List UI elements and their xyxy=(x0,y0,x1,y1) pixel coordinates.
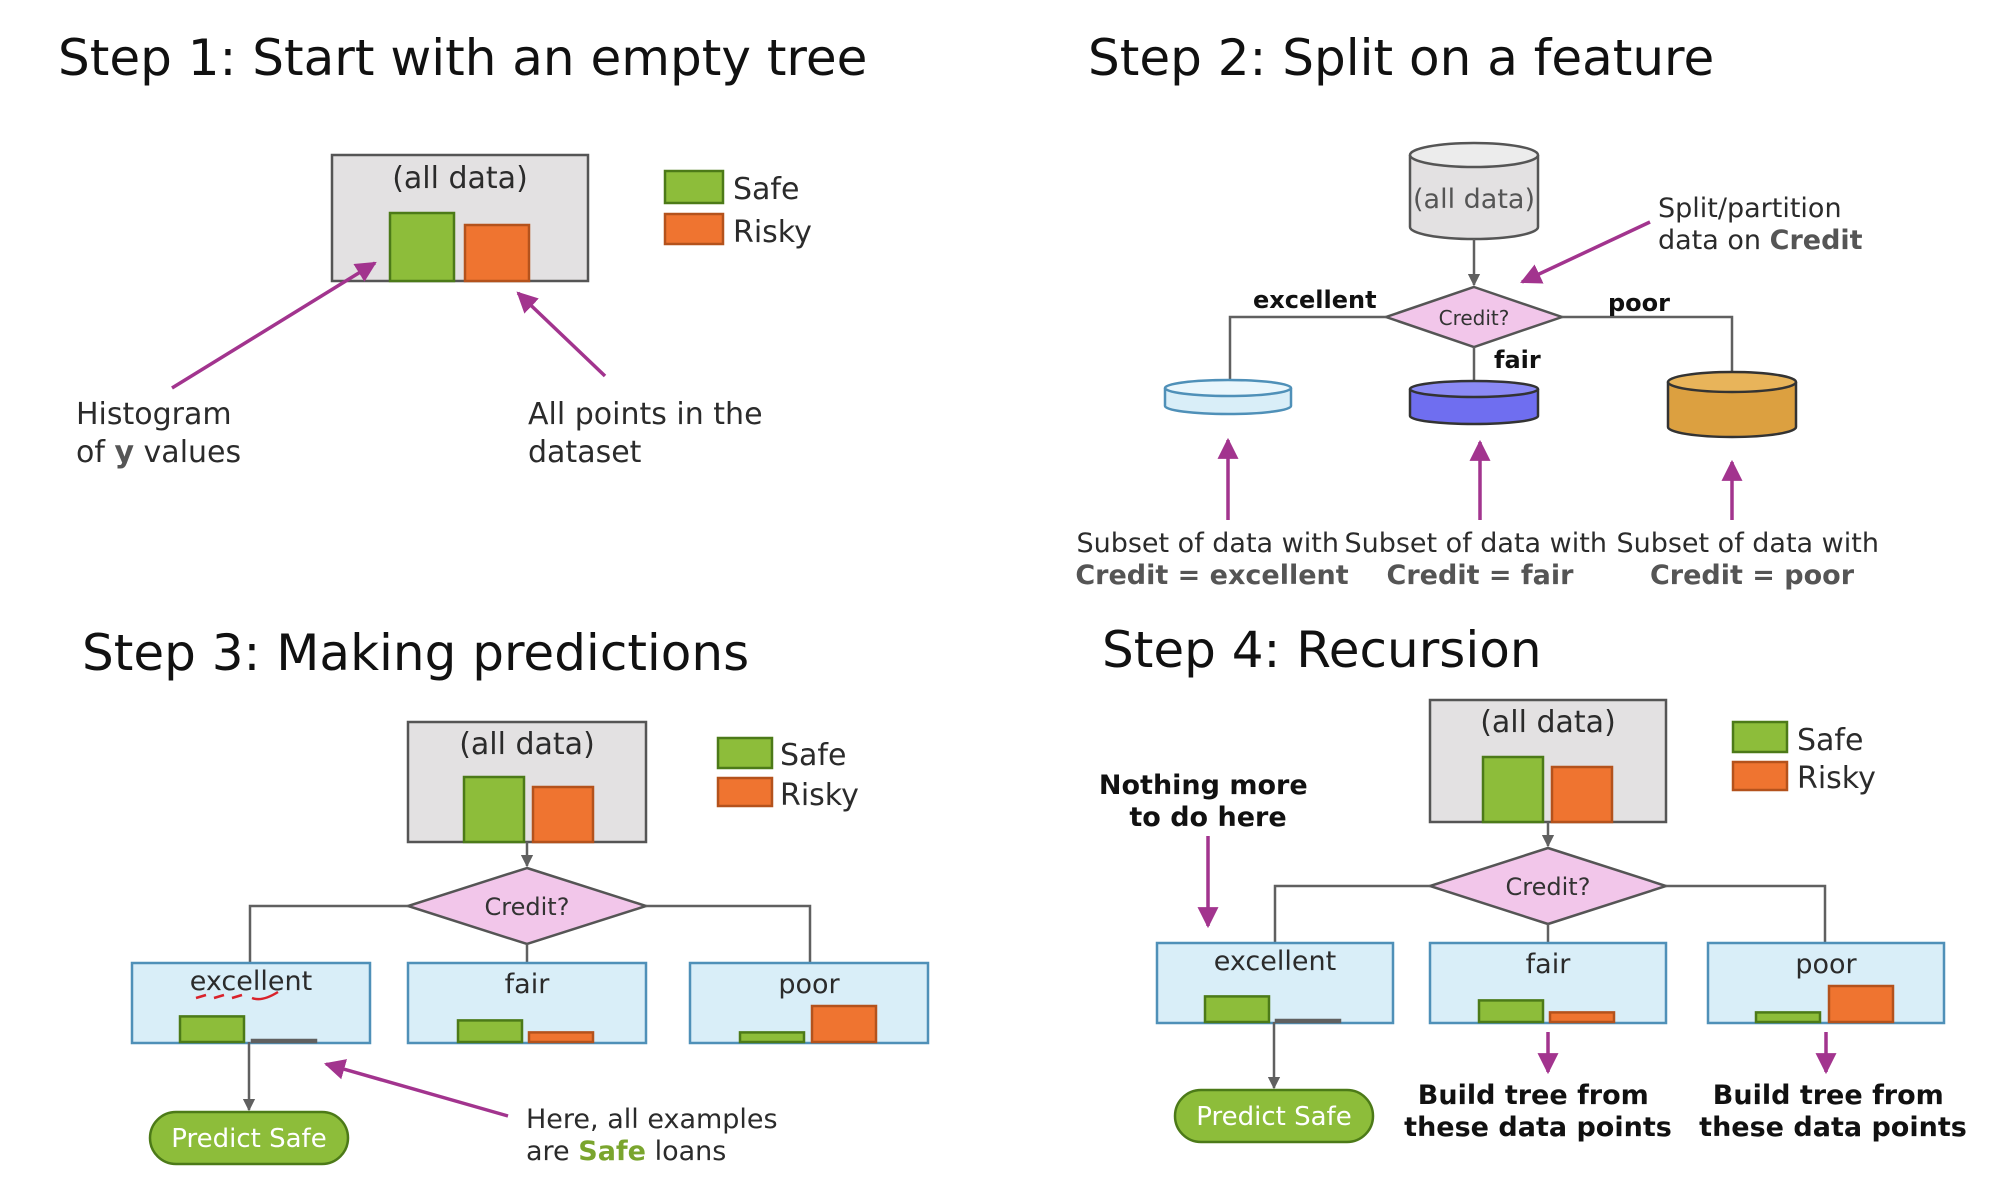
step2-branch-fair: fair xyxy=(1494,346,1541,374)
step4-panel: Step 4: Recursion (all data) Safe Risky … xyxy=(1099,621,1967,1144)
legend-safe-swatch xyxy=(663,169,725,205)
arrow-icon xyxy=(171,261,377,390)
step1-annotation-points: All points in the dataset xyxy=(528,397,772,470)
step3-leaf-poor-label: poor xyxy=(778,969,840,1000)
step3-leaf-fair-label: fair xyxy=(505,969,551,1000)
step4-legend: Safe Risky xyxy=(1731,720,1876,796)
step4-leaf-poor-risky-bar xyxy=(1827,984,1895,1024)
legend-risky-swatch xyxy=(716,776,774,808)
step4-build-fair-note: Build tree from these data points xyxy=(1404,1080,1672,1143)
step3-panel: Step 3: Making predictions (all data) Sa… xyxy=(82,624,930,1167)
cylinder-icon xyxy=(1163,378,1293,416)
step3-leaf-fair-risky-bar xyxy=(527,1031,595,1044)
legend-safe-label: Safe xyxy=(780,738,846,773)
step4-root-risky-bar xyxy=(1550,765,1614,824)
step4-root-node xyxy=(1428,698,1668,824)
step4-poor-connector xyxy=(1666,884,1827,942)
step3-excellent-connector xyxy=(248,904,408,962)
step2-excellent-connector xyxy=(1228,315,1386,388)
step4-leaf-excellent-label: excellent xyxy=(1214,946,1336,977)
step3-leaf-excellent-safe-bar xyxy=(178,1015,246,1044)
step3-leaf-poor xyxy=(688,961,930,1045)
step3-leaf-poor-safe-bar xyxy=(738,1031,806,1044)
step4-leaf-fair-label: fair xyxy=(1526,949,1572,980)
step3-root-label: (all data) xyxy=(459,727,595,762)
step2-decision-label: Credit? xyxy=(1439,306,1510,330)
step3-poor-connector xyxy=(646,904,812,962)
step4-leaf-excellent-risky-bar xyxy=(1274,1018,1342,1024)
step2-split-note: Split/partition data on Credit xyxy=(1658,193,1863,256)
step2-title: Step 2: Split on a feature xyxy=(1088,29,1714,87)
step2-panel: Step 2: Split on a feature (all data) Cr… xyxy=(1075,29,1887,591)
step4-leaf-poor-safe-bar xyxy=(1754,1011,1822,1024)
spell-check-squiggle xyxy=(195,990,279,1001)
step2-subset-poor: Subset of data with Credit = poor xyxy=(1616,528,1887,591)
cylinder-icon xyxy=(1408,141,1540,241)
step3-note: Here, all examples are Safe loans xyxy=(526,1104,786,1167)
step3-root-risky-bar xyxy=(531,785,595,844)
arrow-icon xyxy=(323,1059,509,1118)
step1-panel: Step 1: Start with an empty tree (all da… xyxy=(58,29,867,470)
legend-risky-swatch xyxy=(1731,760,1789,792)
legend-risky-label: Risky xyxy=(780,778,859,813)
step4-root-label: (all data) xyxy=(1480,705,1616,740)
legend-risky-label: Risky xyxy=(733,215,812,250)
histogram-icon xyxy=(388,211,531,283)
step4-leaf-fair xyxy=(1428,941,1668,1025)
step4-root-safe-bar xyxy=(1481,755,1545,824)
arrow-icon xyxy=(516,291,607,378)
step4-leaf-excellent-safe-bar xyxy=(1203,995,1271,1024)
cylinder-icon xyxy=(1666,370,1798,439)
step1-risky-bar xyxy=(463,223,531,283)
step2-poor-connector xyxy=(1562,315,1734,378)
legend-risky-label: Risky xyxy=(1797,761,1876,796)
legend-safe-swatch xyxy=(716,736,774,770)
step3-leaf-excellent-risky-bar xyxy=(250,1038,318,1044)
arrow-icon xyxy=(1520,220,1651,284)
step4-build-poor-note: Build tree from these data points xyxy=(1699,1080,1967,1143)
step1-root-label: (all data) xyxy=(392,161,528,196)
step2-subset-excellent: Subset of data with Credit = excellent xyxy=(1075,528,1348,591)
step3-leaf-poor-risky-bar xyxy=(810,1004,878,1044)
step3-legend: Safe Risky xyxy=(716,736,859,813)
step3-predict-safe-badge xyxy=(148,1110,350,1166)
step4-predict-safe-badge xyxy=(1173,1088,1375,1144)
step3-leaf-excellent-label: excellent xyxy=(190,966,312,997)
step2-root-label: (all data) xyxy=(1413,184,1535,215)
cylinder-icon xyxy=(1408,379,1540,426)
step2-branch-excellent: excellent xyxy=(1253,286,1377,314)
step4-excellent-connector xyxy=(1273,884,1430,942)
step1-annotation-histogram: Histogram of y values xyxy=(76,397,241,470)
step1-legend: Safe Risky xyxy=(663,169,812,250)
step4-nothing-more-note: Nothing more to do here xyxy=(1099,770,1317,833)
step3-leaf-excellent xyxy=(130,961,372,1045)
step1-safe-bar xyxy=(388,211,456,283)
step4-title: Step 4: Recursion xyxy=(1102,621,1542,679)
step4-leaf-poor xyxy=(1706,941,1946,1025)
step2-subset-fair: Subset of data with Credit = fair xyxy=(1344,528,1615,591)
step1-root-node xyxy=(330,153,590,283)
legend-safe-swatch xyxy=(1731,720,1789,754)
step3-root-safe-bar xyxy=(462,775,526,844)
step4-leaf-poor-label: poor xyxy=(1795,949,1857,980)
step3-title: Step 3: Making predictions xyxy=(82,624,749,682)
step3-leaf-fair-safe-bar xyxy=(456,1019,524,1044)
step4-leaf-excellent xyxy=(1155,941,1395,1025)
step3-predict-safe-label: Predict Safe xyxy=(171,1124,326,1154)
legend-risky-swatch xyxy=(663,212,725,246)
step1-title: Step 1: Start with an empty tree xyxy=(58,29,867,87)
legend-safe-label: Safe xyxy=(1797,723,1863,758)
step4-predict-safe-label: Predict Safe xyxy=(1196,1102,1351,1132)
legend-safe-label: Safe xyxy=(733,172,799,207)
step2-branch-poor: poor xyxy=(1608,289,1670,317)
step3-decision-label: Credit? xyxy=(485,893,570,921)
step3-leaf-fair xyxy=(406,961,648,1045)
step4-decision-label: Credit? xyxy=(1506,873,1591,901)
step4-leaf-fair-safe-bar xyxy=(1477,999,1545,1024)
step4-leaf-fair-risky-bar xyxy=(1548,1011,1616,1024)
